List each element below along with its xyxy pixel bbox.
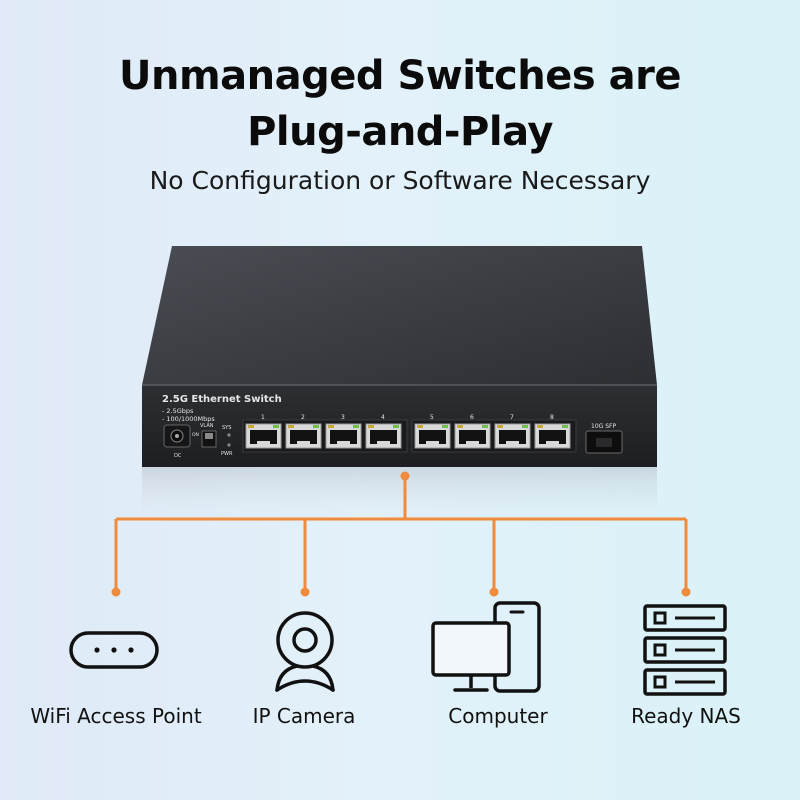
wifi-access-point-icon (69, 631, 159, 669)
dc-label: DC (174, 453, 182, 459)
ip-camera-icon (275, 611, 335, 692)
switch-spec-2: - 100/1000Mbps (162, 415, 215, 423)
headline-line-1: Unmanaged Switches are (119, 53, 681, 99)
nas-icon (643, 604, 727, 696)
switch-spec-1: - 2.5Gbps (162, 407, 194, 415)
device-ip-camera (215, 600, 395, 700)
switch-reflection (142, 467, 657, 527)
headline-line-2: Plug-and-Play (247, 109, 553, 155)
connector-dot-computer (489, 587, 499, 597)
on-label: ON (192, 432, 199, 438)
ethernet-port-5[interactable] (414, 423, 451, 449)
device-nas (595, 600, 775, 700)
device-label-computer: Computer (448, 704, 548, 728)
computer-icon (431, 601, 541, 693)
device-label-wifi: WiFi Access Point (30, 704, 202, 728)
switch-model-label: 2.5G Ethernet Switch (162, 394, 282, 405)
device-wifi-access-point (24, 600, 204, 700)
ethernet-port-4[interactable] (365, 423, 402, 449)
port-number-6: 6 (470, 414, 474, 421)
connector-dot-camera (300, 587, 310, 597)
sfp-label: 10G SFP (591, 423, 616, 430)
device-label-nas: Ready NAS (631, 704, 741, 728)
ethernet-port-2[interactable] (285, 423, 322, 449)
device-label-camera: IP Camera (252, 704, 356, 728)
vlan-label: VLAN (200, 423, 214, 429)
sys-led-label: SYS (222, 425, 231, 431)
port-number-2: 2 (301, 414, 305, 421)
ethernet-port-1[interactable] (245, 423, 282, 449)
port-number-8: 8 (550, 414, 554, 421)
ethernet-port-7[interactable] (494, 423, 531, 449)
pwr-led-label: PWR (221, 451, 233, 457)
port-number-7: 7 (510, 414, 514, 421)
pwr-led (227, 443, 231, 447)
connector-dot-wifi (111, 587, 121, 597)
port-number-3: 3 (341, 414, 345, 421)
ethernet-port-8[interactable] (534, 423, 571, 449)
sys-led (227, 433, 231, 437)
device-computer (404, 600, 584, 700)
port-number-4: 4 (381, 414, 385, 421)
connection-lines (114, 478, 688, 592)
subtitle: No Configuration or Software Necessary (149, 166, 651, 195)
connector-dot-switch (400, 471, 410, 481)
port-number-5: 5 (430, 414, 434, 421)
ethernet-port-3[interactable] (325, 423, 362, 449)
switch-top-panel (142, 246, 657, 385)
port-number-1: 1 (261, 414, 265, 421)
ethernet-port-6[interactable] (454, 423, 491, 449)
connector-dot-nas (681, 587, 691, 597)
